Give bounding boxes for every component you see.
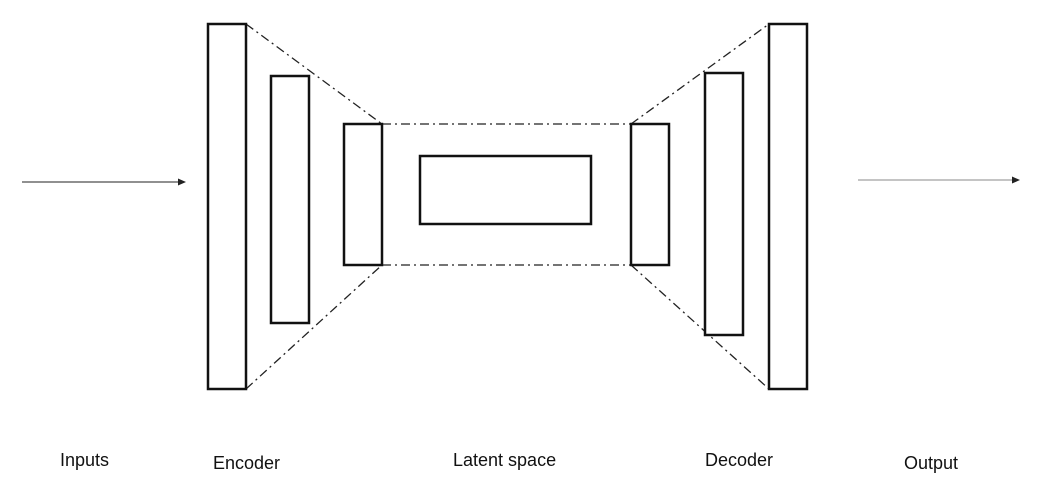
decoder-label: Decoder <box>705 450 774 470</box>
encoder-layer-1 <box>206 22 248 391</box>
latent-space-label: Latent space <box>453 450 557 470</box>
decoder-layer-3 <box>767 22 809 391</box>
latent-space-box <box>418 154 593 226</box>
output-label: Output <box>904 453 959 473</box>
encoder-layer-3 <box>342 122 384 267</box>
encoder-layer-2 <box>269 74 311 325</box>
connector-decoder-top <box>630 23 770 125</box>
connector-encoder-top <box>245 23 383 125</box>
connector-encoder-bottom <box>245 264 383 390</box>
inputs-label: Inputs <box>60 450 110 470</box>
output-arrow-head <box>1012 176 1020 184</box>
connector-lines <box>245 23 770 390</box>
encoder-label: Encoder <box>213 453 281 473</box>
decoder-layer-1 <box>629 122 671 267</box>
decoder-layer-2 <box>703 71 745 337</box>
connector-decoder-bottom <box>630 264 770 390</box>
input-arrow-head <box>178 178 186 186</box>
